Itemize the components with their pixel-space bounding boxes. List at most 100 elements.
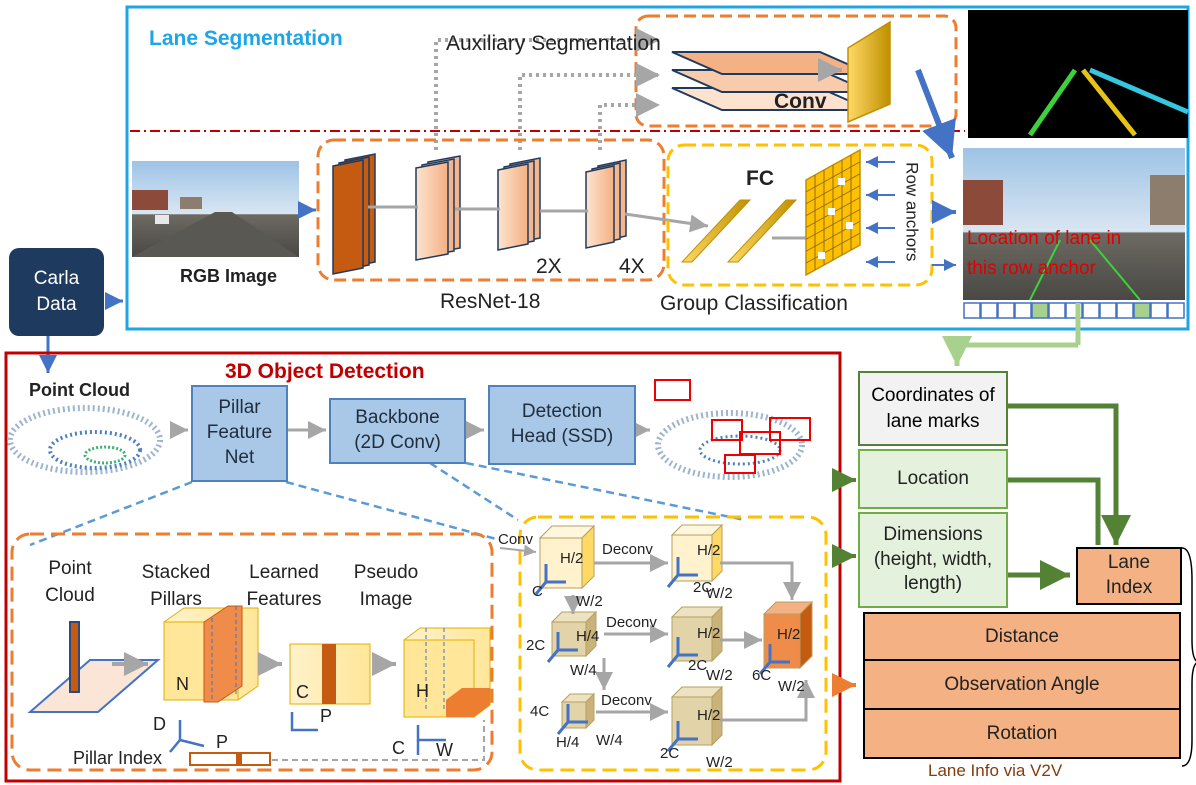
row-anchor-arrows bbox=[866, 156, 895, 268]
distance-box: Distance bbox=[863, 612, 1181, 661]
bb-c2-b: 2C bbox=[693, 579, 713, 596]
bb-w2-a: W/2 bbox=[576, 593, 603, 610]
learned-features-label: Learned Features bbox=[234, 560, 334, 613]
resnet-stack-3 bbox=[497, 157, 541, 251]
bb-w2-g: W/2 bbox=[706, 754, 733, 771]
pillar-line1: Pillar bbox=[218, 397, 261, 419]
pfn-pc-line2: Cloud bbox=[45, 584, 95, 606]
det-title: 3D Object Detection bbox=[225, 360, 425, 383]
stacked-line2: Pillars bbox=[150, 588, 202, 610]
observation-text: Observation Angle bbox=[944, 673, 1100, 695]
bb-w4-c: W/4 bbox=[570, 662, 597, 679]
feature-cube bbox=[534, 524, 596, 595]
bb-w2-d: W/2 bbox=[706, 667, 733, 684]
x2-label: 2X bbox=[536, 255, 562, 278]
stacked-line1: Stacked bbox=[141, 562, 211, 583]
stacked-pillars-block bbox=[163, 605, 259, 703]
bb-c2-c: 2C bbox=[526, 637, 546, 654]
pfn-pc-line1: Point bbox=[48, 558, 92, 579]
row-anchor-street-image bbox=[963, 148, 1185, 301]
distance-text: Distance bbox=[985, 625, 1059, 647]
coords-line1: Coordinates of bbox=[871, 384, 995, 406]
coordinates-box: Coordinates of lane marks bbox=[858, 371, 1008, 446]
feature-cube bbox=[666, 685, 724, 752]
pillar-index-label: Pillar Index bbox=[73, 748, 163, 768]
rgb-image bbox=[132, 161, 299, 257]
bb-deconv-2: Deconv bbox=[606, 614, 657, 631]
classification-grid bbox=[805, 148, 861, 277]
pillar-feature-net-box[interactable]: Pillar Feature Net bbox=[191, 385, 288, 482]
row-anchor-cell bbox=[1116, 302, 1134, 319]
feature-cube bbox=[556, 692, 596, 735]
row-anchor-cell bbox=[997, 302, 1015, 319]
rotation-text: Rotation bbox=[986, 722, 1058, 744]
lane-index-line2: Index bbox=[1105, 577, 1153, 598]
detection-result-image bbox=[654, 379, 811, 480]
carla-line1: Carla bbox=[33, 268, 80, 290]
bb-c6-e: 6C bbox=[752, 667, 772, 684]
fc-layer-1 bbox=[680, 199, 752, 263]
bb-h2-e: H/2 bbox=[777, 626, 801, 643]
pfn-detail-box bbox=[10, 532, 494, 772]
lane-seg-title: Lane Segmentation bbox=[149, 27, 343, 50]
lane-location-line2: this row anchor bbox=[967, 258, 1096, 279]
bb-w2-b: W/2 bbox=[706, 585, 733, 602]
pseudo-line2: Image bbox=[359, 588, 413, 610]
backbone-box[interactable]: Backbone (2D Conv) bbox=[329, 398, 466, 464]
learned-features-block bbox=[289, 643, 371, 705]
stacked-pillars-label: Stacked Pillars bbox=[136, 560, 216, 613]
bb-conv-label: Conv bbox=[498, 531, 534, 548]
row-anchor-cell bbox=[980, 302, 998, 319]
detection-head-box[interactable]: Detection Head (SSD) bbox=[488, 385, 636, 465]
resnet-stack-1 bbox=[332, 153, 376, 275]
segmentation-output-image bbox=[968, 10, 1189, 138]
coords-line2: lane marks bbox=[886, 410, 980, 432]
pillar-line2: Feature bbox=[206, 422, 273, 444]
resnet-box bbox=[316, 138, 666, 282]
point-cloud-label: Point Cloud bbox=[29, 380, 130, 400]
lane-location-line1: Location of lane in bbox=[967, 228, 1122, 249]
dims-line2: (height, width, bbox=[873, 548, 993, 570]
row-anchor-cell bbox=[1133, 302, 1151, 319]
fc-layer-2 bbox=[726, 199, 798, 263]
feature-cube bbox=[758, 600, 814, 675]
pillar-index-bar bbox=[189, 752, 271, 766]
group-classification-box bbox=[666, 143, 934, 287]
row-anchor-cells bbox=[963, 302, 1185, 319]
bb-c-a: C bbox=[532, 583, 543, 600]
axis-n-label: N bbox=[176, 674, 189, 694]
pfn-point-cloud-plane bbox=[27, 659, 161, 713]
resnet-stack-4 bbox=[585, 159, 627, 249]
bb-h4-c: H/4 bbox=[576, 628, 600, 645]
dims-line3: length) bbox=[903, 573, 963, 595]
lane-index-line1: Lane bbox=[1107, 552, 1151, 574]
axis-w-label: W bbox=[436, 740, 453, 760]
axis-c-label-1: C bbox=[296, 682, 309, 702]
bb-h2-d: H/2 bbox=[697, 625, 721, 642]
lane-info-footer: Lane Info via V2V bbox=[928, 761, 1063, 780]
location-box: Location bbox=[858, 449, 1008, 509]
learned-line2: Features bbox=[246, 588, 322, 610]
aux-seg-slabs bbox=[671, 51, 871, 111]
carla-data-box: Carla Data bbox=[9, 248, 104, 336]
bb-h4-f: H/4 bbox=[556, 734, 580, 751]
bb-h2-a: H/2 bbox=[560, 550, 584, 567]
aux-conv-block bbox=[847, 20, 891, 124]
feature-cube bbox=[546, 610, 598, 663]
pseudo-image-label: Pseudo Image bbox=[348, 560, 424, 613]
axis-h-label: H bbox=[416, 681, 429, 701]
backbone-line1: Backbone bbox=[355, 407, 440, 429]
backbone-cubes bbox=[534, 523, 814, 752]
rgb-image-label: RGB Image bbox=[180, 266, 278, 286]
feature-cube bbox=[666, 523, 724, 588]
feature-cube bbox=[666, 605, 724, 668]
row-anchor-cell bbox=[1150, 302, 1168, 319]
row-anchors-label: Row anchors bbox=[902, 162, 922, 262]
bb-c4-f: 4C bbox=[530, 703, 550, 720]
row-anchor-cell bbox=[1167, 302, 1185, 319]
axis-p-label-1: P bbox=[216, 732, 229, 752]
pseudo-line1: Pseudo bbox=[353, 562, 419, 583]
x4-label: 4X bbox=[619, 255, 645, 278]
aux-skip-lines bbox=[434, 28, 660, 150]
